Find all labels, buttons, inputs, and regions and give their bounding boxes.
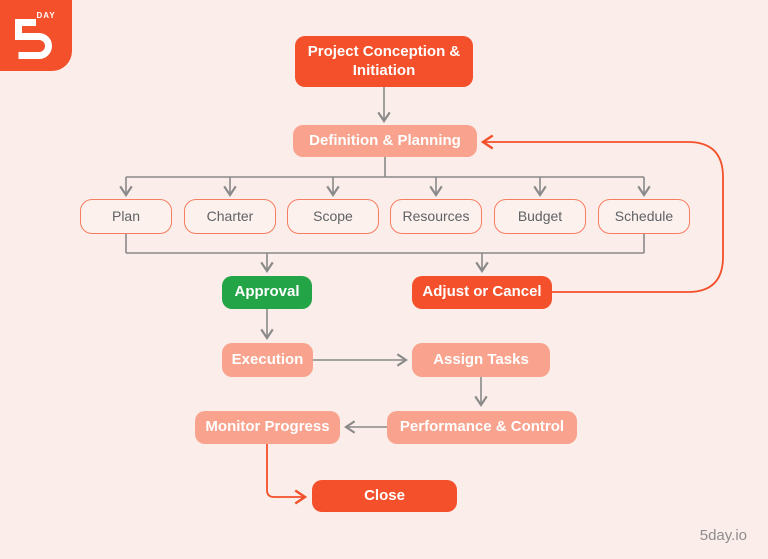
node-charter: Charter [184, 199, 276, 234]
node-close: Close [312, 480, 457, 512]
node-assign-tasks: Assign Tasks [412, 343, 550, 377]
node-performance-control: Performance & Control [387, 411, 577, 444]
brand-logo: DAY [0, 0, 72, 71]
gray-connectors [119, 87, 651, 434]
node-scope: Scope [287, 199, 379, 234]
node-adjust-or-cancel: Adjust or Cancel [412, 276, 552, 309]
node-resources: Resources [390, 199, 482, 234]
node-plan: Plan [80, 199, 172, 234]
node-schedule: Schedule [598, 199, 690, 234]
site-watermark: 5day.io [699, 527, 747, 544]
node-approval: Approval [222, 276, 312, 309]
node-project-conception: Project Conception & Initiation [295, 36, 473, 87]
logo-day-text: DAY [37, 11, 56, 20]
node-definition-planning: Definition & Planning [293, 125, 477, 157]
logo-5-glyph [15, 19, 52, 59]
node-execution: Execution [222, 343, 313, 377]
orange-connectors [266, 134, 724, 505]
node-budget: Budget [494, 199, 586, 234]
node-monitor-progress: Monitor Progress [195, 411, 340, 444]
